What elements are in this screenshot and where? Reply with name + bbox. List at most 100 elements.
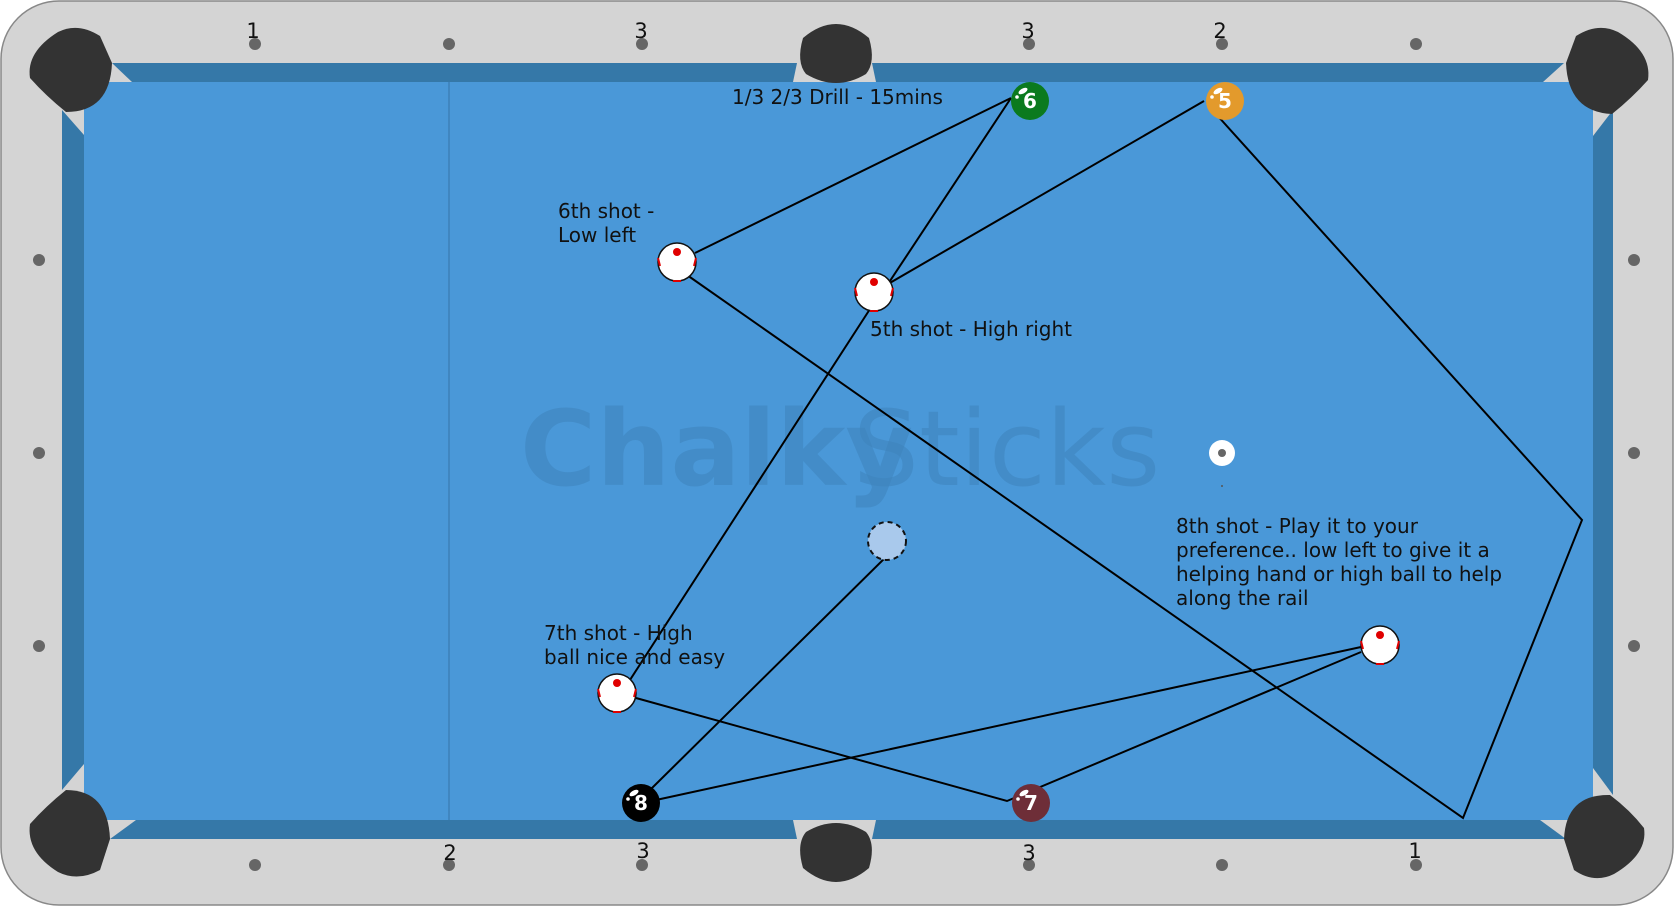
shot-line-7th-cue-path (635, 651, 1362, 803)
annotation-line: 6th shot - (558, 199, 654, 223)
spot-marker (1209, 440, 1235, 487)
annotation-line: 5th shot - High right (870, 317, 1072, 341)
cue-ball-5th (854, 272, 894, 312)
ball-6-number: 6 (1023, 89, 1037, 113)
watermark-right: Sticks (853, 388, 1160, 510)
rail-number-bottom: 3 (636, 839, 649, 863)
spin-dot (870, 278, 878, 286)
diamond (249, 859, 261, 871)
diamond (1410, 38, 1422, 50)
pocket-bottom-right (1564, 794, 1645, 879)
ball-8-number: 8 (634, 791, 648, 815)
cushions (62, 63, 1613, 839)
ball-6: 6 (1011, 82, 1049, 120)
spin-dot (1376, 631, 1384, 639)
cushion-right (1593, 110, 1613, 795)
diamond (33, 447, 45, 459)
ghost-ball (867, 521, 907, 561)
shot-line-5th-to-6 (887, 97, 1012, 285)
ball-shine (1018, 87, 1028, 95)
pocket-top-right (1566, 27, 1649, 114)
annotation-8th-shot: 8th shot - Play it to your preference.. … (1176, 514, 1508, 610)
shot-line-5th-to-5 (887, 100, 1205, 285)
diamond (636, 38, 648, 50)
ball-7: 7 (1012, 784, 1050, 822)
diamond (1023, 859, 1035, 871)
shot-lines (627, 97, 1584, 820)
annotation-line: 8th shot - Play it to your (1176, 514, 1419, 538)
shot-line-6th-cue-path (686, 113, 1584, 820)
spin-dot (673, 248, 681, 256)
cue-ball-6th (657, 242, 697, 282)
rail-number-top: 3 (1021, 19, 1034, 43)
annotation-line: ball nice and easy (544, 645, 725, 669)
ball-5-number: 5 (1218, 89, 1232, 113)
rail-number-top: 2 (1213, 19, 1226, 43)
diamond (1628, 640, 1640, 652)
rail-number-top: 3 (634, 19, 647, 43)
shot-line-8-to-ghost (650, 552, 891, 790)
spin-marks (657, 257, 697, 282)
ball-shine-dot (626, 797, 630, 801)
rail-number-bottom: 3 (1022, 841, 1035, 865)
ball-shine-dot (1210, 95, 1214, 99)
ball-shine-dot (1015, 95, 1019, 99)
cloth (84, 82, 1593, 820)
cushion-bottom-left (110, 820, 797, 839)
spin-marks (597, 688, 637, 713)
ball-5: 5 (1206, 82, 1244, 120)
diamond (249, 38, 261, 50)
shot-line-8th (655, 646, 1362, 801)
pocket-top-middle (800, 24, 872, 83)
cue-ball-8th (1360, 625, 1400, 665)
diamonds (33, 38, 1640, 871)
spot-tick (1221, 485, 1223, 487)
diamond (1410, 859, 1422, 871)
cushion-top-left (112, 63, 797, 82)
pocket-bottom-left (29, 790, 110, 877)
annotation-line: helping hand or high ball to help (1176, 562, 1502, 586)
annotation-line: 7th shot - High (544, 621, 693, 645)
annotation-line: Low left (558, 223, 636, 247)
diamond (33, 254, 45, 266)
spot-dot (1218, 449, 1226, 457)
rail-number-bottom: 2 (443, 841, 456, 865)
rail-number-top: 1 (246, 19, 259, 43)
cushion-bottom-right (872, 820, 1566, 839)
diamond (636, 859, 648, 871)
pockets (29, 24, 1649, 882)
pocket-top-left (29, 27, 112, 112)
watermark-left: Chalky (520, 388, 913, 510)
cushion-left (62, 110, 84, 790)
diamond (443, 38, 455, 50)
diamond (1628, 447, 1640, 459)
diamond (33, 640, 45, 652)
ball-7-number: 7 (1024, 791, 1038, 815)
diamond (1216, 859, 1228, 871)
diamond (1023, 38, 1035, 50)
ball-shine-dot (1016, 797, 1020, 801)
pocket-bottom-middle (800, 823, 872, 882)
diamond (1628, 254, 1640, 266)
cue-ball-7th (597, 673, 637, 713)
shot-line-6th (694, 97, 1012, 254)
spin-marks (1360, 640, 1400, 665)
ball-shine (629, 789, 639, 797)
ball-shine (1213, 87, 1223, 95)
shot-line-7th (627, 308, 871, 684)
annotation-5th-shot: 5th shot - High right (870, 317, 1072, 341)
rail-number-bottom: 1 (1408, 839, 1421, 863)
drill-title: 1/3 2/3 Drill - 15mins (732, 85, 943, 109)
spin-marks (854, 287, 894, 312)
ball-shine (1019, 789, 1029, 797)
cushion-top-right (872, 63, 1564, 82)
diamond (1216, 38, 1228, 50)
annotation-7th-shot: 7th shot - High ball nice and easy (544, 621, 725, 669)
ball-8: 8 (622, 784, 660, 822)
spin-dot (613, 679, 621, 687)
annotation-line: along the rail (1176, 586, 1309, 610)
diamond (443, 859, 455, 871)
annotation-6th-shot: 6th shot - Low left (558, 199, 661, 247)
